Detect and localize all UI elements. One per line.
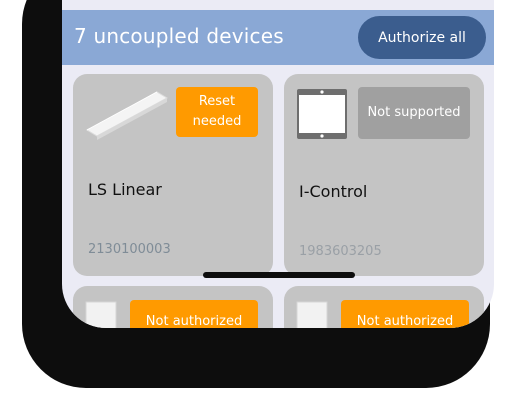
- device-icon: [296, 300, 328, 328]
- control-panel-icon: [296, 88, 348, 140]
- device-card[interactable]: Not supported I-Control 1983603205: [284, 74, 484, 276]
- phone-frame: 7 uncoupled devices Authorize all Reset …: [22, 0, 494, 388]
- status-badge-line: needed: [192, 114, 242, 129]
- status-badge-line: Reset: [198, 94, 236, 109]
- status-badge: Reset needed: [176, 87, 258, 137]
- linear-luminaire-icon: [83, 84, 169, 140]
- device-icon: [85, 300, 117, 328]
- home-indicator[interactable]: [203, 272, 355, 278]
- page-title: 7 uncoupled devices: [74, 24, 284, 48]
- uncoupled-devices-header: 7 uncoupled devices Authorize all: [62, 10, 494, 65]
- device-serial: 2130100003: [88, 242, 171, 257]
- status-badge: Not supported: [358, 87, 470, 139]
- device-name: I-Control: [299, 182, 368, 201]
- device-serial: 1983603205: [299, 244, 382, 259]
- device-name: LS Linear: [88, 180, 162, 199]
- device-card[interactable]: Not authorized: [284, 286, 484, 328]
- authorize-all-button[interactable]: Authorize all: [358, 16, 486, 59]
- status-badge: Not authorized: [341, 300, 469, 328]
- device-card[interactable]: Not authorized: [73, 286, 273, 328]
- app-screen: 7 uncoupled devices Authorize all Reset …: [62, 0, 494, 328]
- device-card[interactable]: Reset needed LS Linear 2130100003: [73, 74, 273, 276]
- status-badge: Not authorized: [130, 300, 258, 328]
